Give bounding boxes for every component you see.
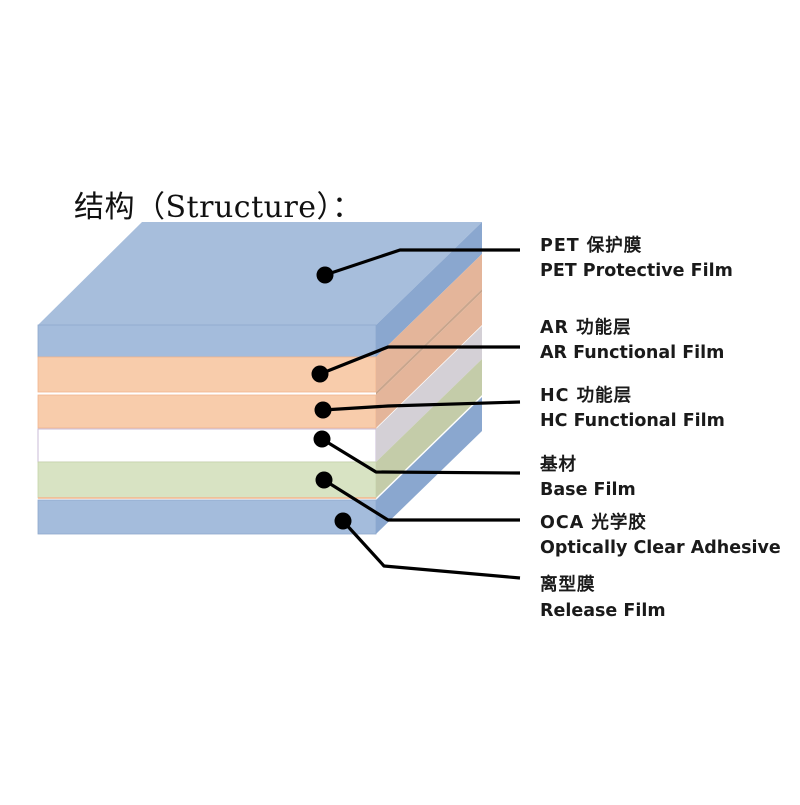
dot-base: [313, 430, 331, 448]
label-hc-zh: HC 功能层: [540, 386, 633, 406]
front-release-layer: [37, 499, 377, 535]
side-oca-layer: [376, 359, 482, 498]
side-base-layer: [376, 326, 482, 462]
leader-release: [341, 519, 521, 580]
label-ar-zh: AR 功能层: [540, 318, 632, 338]
top-face: [38, 222, 482, 325]
dot-pet: [316, 266, 334, 284]
side-release-layer: [376, 397, 482, 534]
label-oca-en: Optically Clear Adhesive: [540, 538, 781, 558]
leader-ar: [319, 345, 520, 376]
label-release-zh: 离型膜: [540, 575, 596, 595]
leader-oca: [323, 478, 520, 522]
dot-hc: [314, 401, 332, 419]
label-pet-en: PET Protective Film: [540, 261, 733, 281]
dot-oca: [315, 471, 333, 489]
label-release-en: Release Film: [540, 601, 666, 621]
side-gap-1: [376, 289, 482, 395]
side-pet-layer: [376, 222, 482, 357]
diagram-title: 结构（Structure）：: [74, 190, 363, 225]
leader-hc: [322, 400, 521, 412]
label-pet-zh: PET 保护膜: [540, 236, 643, 256]
label-ar-en: AR Functional Film: [540, 343, 725, 363]
label-base-en: Base Film: [540, 480, 636, 500]
label-oca-zh: OCA 光学胶: [540, 513, 647, 533]
dot-ar: [311, 365, 329, 383]
front-pet-layer: [37, 324, 377, 358]
side-hc-layer: [376, 292, 482, 428]
dot-release: [334, 512, 352, 530]
side-ar-layer: [376, 254, 482, 392]
leader-base: [321, 437, 521, 475]
label-hc-en: HC Functional Film: [540, 411, 725, 431]
leader-pet: [324, 248, 520, 277]
label-base-zh: 基材: [540, 455, 577, 475]
